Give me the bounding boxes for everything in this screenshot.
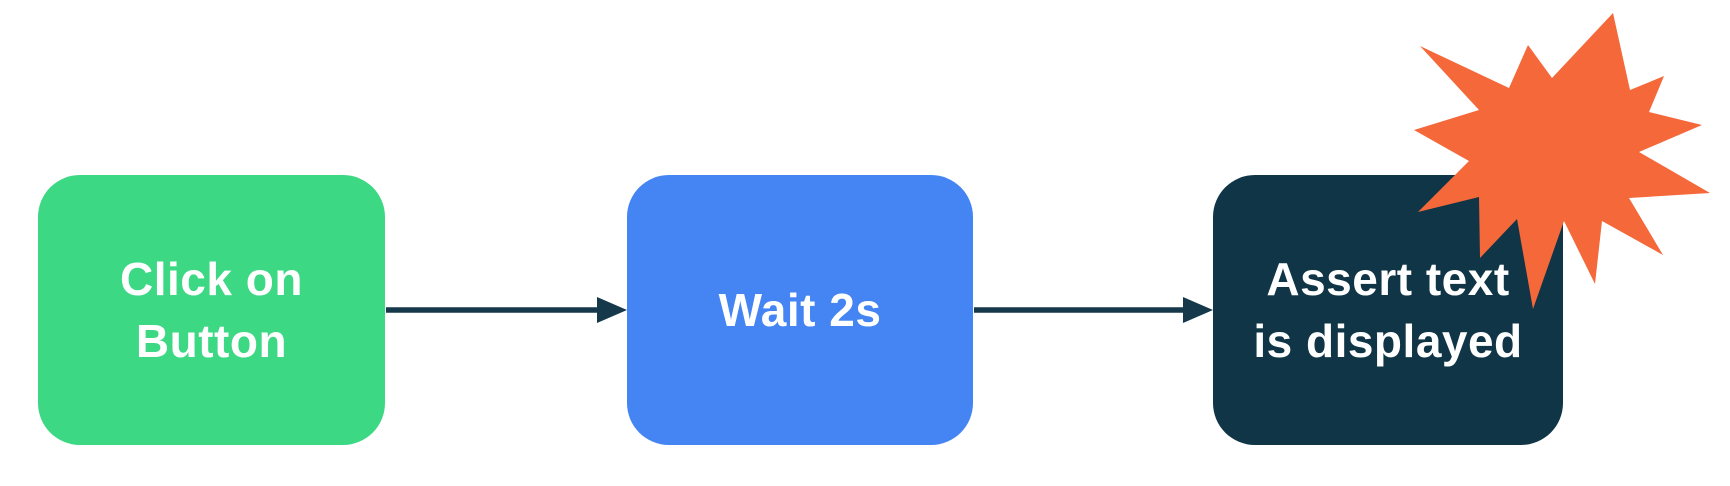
connector-arrow-2: [974, 297, 1213, 323]
node-click-on-button[interactable]: Click on Button: [38, 175, 385, 445]
node-label: Assert text is displayed: [1253, 253, 1523, 367]
arrowhead-icon: [1183, 297, 1213, 323]
connector-arrow-1: [386, 297, 627, 323]
arrowhead-icon: [597, 297, 627, 323]
node-wait-2s[interactable]: Wait 2s: [627, 175, 973, 445]
node-label: Click on Button: [120, 253, 303, 367]
node-assert-text-is-displayed[interactable]: Assert text is displayed: [1213, 175, 1563, 445]
node-label: Wait 2s: [718, 284, 882, 336]
